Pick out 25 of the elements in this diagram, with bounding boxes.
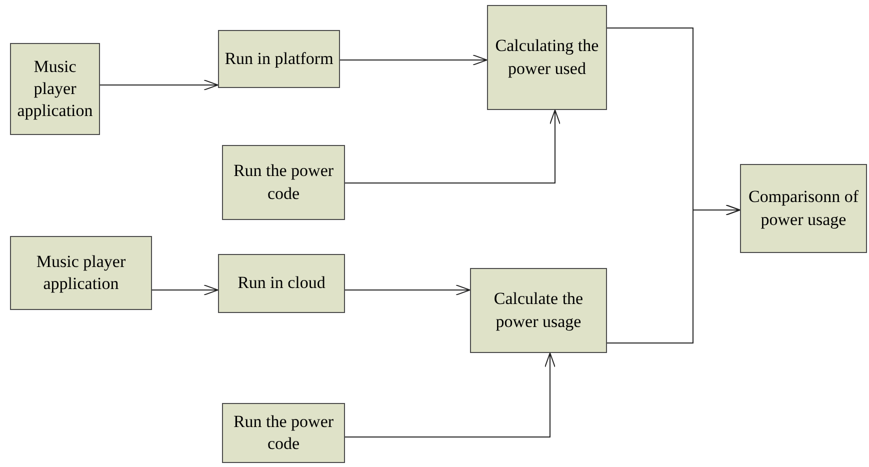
process-box [470,268,607,353]
box-label: Music player application [16,56,94,122]
process-box [740,164,867,253]
box-label: Calculating the power used [494,35,600,80]
box-label: Run the power code [232,410,335,455]
process-box [487,5,607,110]
arrow [344,284,470,296]
process-box [218,254,345,313]
box-label: Run in cloud [236,272,326,294]
arrow [606,204,740,344]
process-box [10,43,100,135]
process-box [222,145,345,220]
box-label: Comparisonn of power usage [747,186,860,231]
arrow [340,54,488,66]
arrow [152,284,218,296]
arrow [344,110,560,184]
process-box [222,403,345,463]
box-label: Calculate the power usage [492,288,584,333]
process-box [218,30,340,88]
box-label: Music player application [35,250,127,295]
box-label: Run the power code [232,160,335,204]
box-label: Run in platform [224,48,334,70]
arrow [100,80,218,90]
arrow [344,352,556,438]
process-box [10,236,152,310]
